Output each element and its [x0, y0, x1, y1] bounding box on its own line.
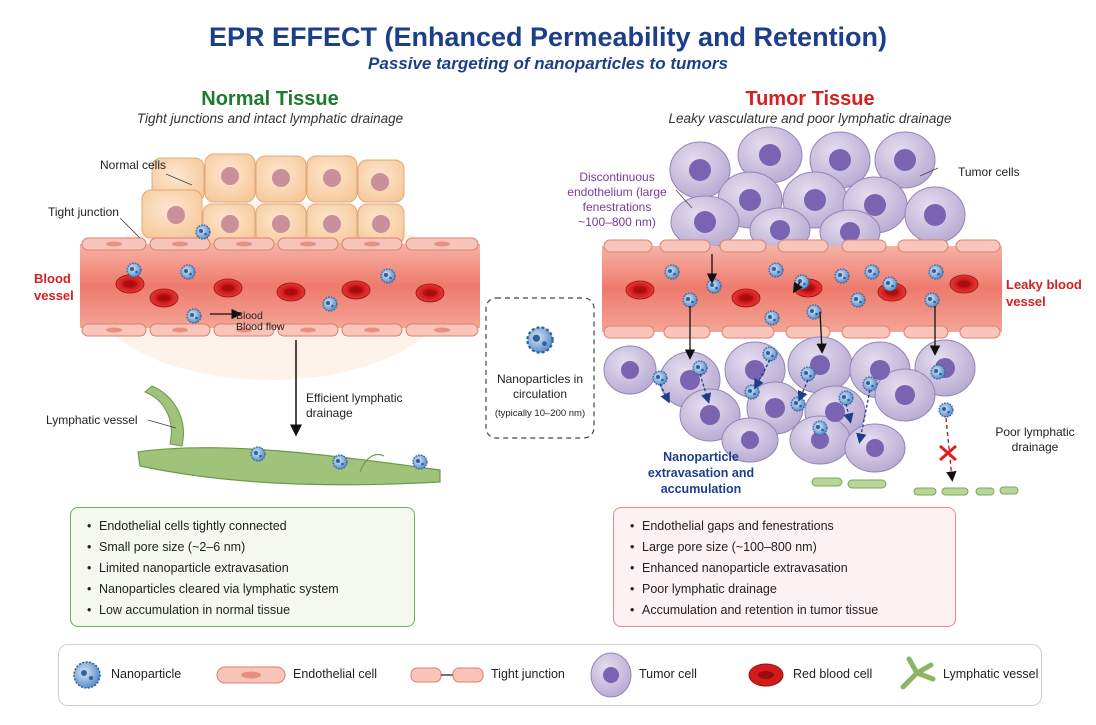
tumor-bullet: Endothelial gaps and fenestrations [630, 516, 941, 537]
poor-drainage-arrow [945, 417, 957, 482]
normal-tissue-title: Normal Tissue [201, 88, 339, 110]
tumor-bullet: Enhanced nanoparticle extravasation [630, 558, 941, 579]
legend-icons [73, 652, 936, 698]
label-lymphatic-vessel: Lymphatic vessel [46, 413, 138, 427]
normal-bullets-box: Endothelial cells tightly connected Smal… [70, 507, 415, 627]
tumor-bullet: Large pore size (~100–800 nm) [630, 537, 941, 558]
tumor-bullet: Accumulation and retention in tumor tiss… [630, 600, 941, 621]
tumor-cells-bottom [603, 336, 976, 473]
label-poor-drainage: Poor lymphatic drainage [995, 425, 1075, 454]
label-extravasation: Nanoparticle extravasation and accumulat… [647, 450, 755, 496]
label-discontinuous-endothelium: Discontinuous endothelium (large fenestr… [567, 170, 667, 229]
red-blood-cell-icon [748, 663, 784, 687]
label-tight-junction: Tight junction [48, 205, 119, 219]
tumor-cells-top [669, 126, 966, 255]
tight-junction-icon [410, 667, 484, 683]
legend-label-lymphatic: Lymphatic vessel [943, 667, 1039, 681]
tumor-bullets-box: Endothelial gaps and fenestrations Large… [613, 507, 956, 627]
normal-bullet: Nanoparticles cleared via lymphatic syst… [87, 579, 400, 600]
label-efficient-drainage: Efficient lymphatic drainage [306, 391, 403, 420]
label-leaky-blood-vessel: Leaky blood vessel [1006, 277, 1082, 309]
label-blood-flow: Blood flow [236, 321, 285, 333]
legend-label-rbc: Red blood cell [793, 667, 873, 681]
legend-label-endothelial: Endothelial cell [293, 667, 378, 681]
extravasation-blue-arrows [659, 359, 871, 444]
normal-bullet: Low accumulation in normal tissue [87, 600, 400, 621]
legend: Nanoparticle Endothelial cell Tight junc… [58, 644, 1042, 706]
center-nanoparticle-icon [526, 326, 554, 354]
legend-label-tumor-cell: Tumor cell [639, 667, 697, 681]
tumor-bullet: Poor lymphatic drainage [630, 579, 941, 600]
label-blood: Blood [236, 310, 263, 322]
normal-bullet: Endothelial cells tightly connected [87, 516, 400, 537]
tumor-tissue-title: Tumor Tissue [745, 88, 875, 110]
normal-bullet: Small pore size (~2–6 nm) [87, 537, 400, 558]
tumor-cell-icon [590, 652, 632, 698]
extravasation-arrows [684, 254, 941, 360]
normal-bullet: Limited nanoparticle extravasation [87, 558, 400, 579]
broken-lymphatic-vessel [811, 477, 1019, 496]
center-box [485, 297, 595, 439]
normal-tissue-subtitle: Tight junctions and intact lymphatic dra… [136, 111, 404, 126]
label-tumor-cells: Tumor cells [958, 165, 1020, 179]
normal-cells [141, 153, 405, 245]
page-title: EPR EFFECT (Enhanced Permeability and Re… [208, 22, 888, 52]
tumor-tissue-subtitle: Leaky vasculature and poor lymphatic dra… [668, 111, 952, 126]
legend-label-tight-junction: Tight junction [491, 667, 565, 681]
label-nanoparticles-circulation: Nanoparticles in circulation [496, 372, 584, 401]
lymphatic-vessel [137, 385, 441, 486]
label-blood-vessel: Blood vessel [34, 271, 74, 303]
page-subtitle: Passive targeting of nanoparticles to tu… [368, 54, 728, 73]
blocked-x-icon [939, 444, 957, 462]
epr-illustration [80, 126, 1019, 496]
lymphatic-vessel-icon [900, 656, 936, 690]
legend-label-nanoparticle: Nanoparticle [111, 667, 182, 681]
endothelial-cell-icon [216, 666, 286, 684]
label-normal-cells: Normal cells [100, 158, 167, 172]
nanoparticle-icon [73, 661, 101, 689]
label-nanoparticle-size: (typically 10–200 nm) [494, 408, 586, 419]
